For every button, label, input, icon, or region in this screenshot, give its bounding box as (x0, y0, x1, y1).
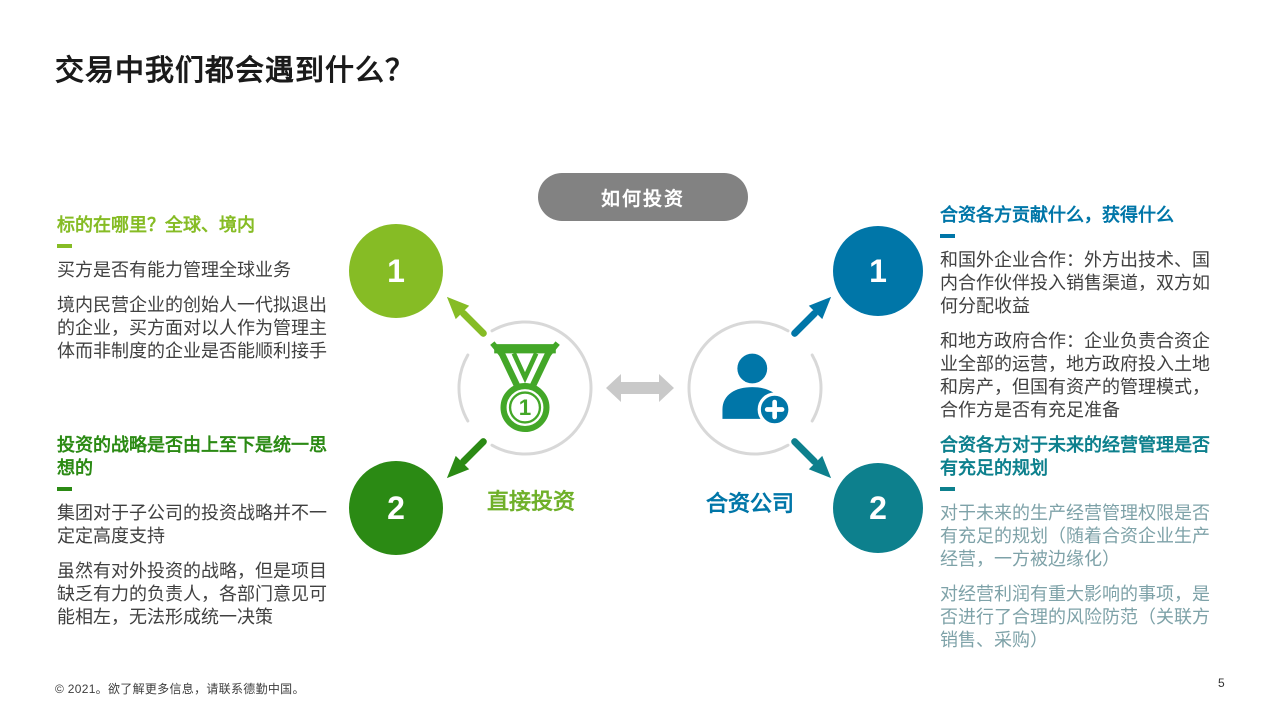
block-paragraph: 境内民营企业的创始人一代拟退出的企业，买方面对以人作为管理主体而非制度的企业是否… (57, 295, 327, 361)
direct-investment-label: 直接投资 (487, 489, 576, 514)
block-heading: 标的在哪里？全球、境内 (57, 215, 255, 235)
medal-icon: 1 (490, 341, 560, 433)
how-to-invest-pill: 如何投资 (538, 173, 748, 221)
left-block-2: 投资的战略是否由上至下是统一思想的 集团对于子公司的投资战略并不一定定高度支持 … (57, 434, 343, 641)
heading-dash (940, 234, 955, 238)
arrow-up-left-icon (446, 296, 487, 337)
block-paragraph: 和国外企业合作：外方出技术、国内合作伙伴投入销售渠道，双方如何分配收益 (940, 250, 1210, 316)
block-heading: 投资的战略是否由上至下是统一思想的 (57, 435, 327, 478)
heading-dash (940, 487, 955, 491)
block-heading: 合资各方对于未来的经营管理是否有充足的规划 (940, 435, 1210, 478)
block-heading: 合资各方贡献什么，获得什么 (940, 205, 1174, 225)
block-paragraph: 对经营利润有重大影响的事项，是否进行了合理的风险防范（关联方销售、采购） (940, 584, 1210, 650)
circle-number: 1 (869, 252, 887, 289)
page-number: 5 (1218, 676, 1225, 690)
footer-copyright: © 2021。欲了解更多信息，请联系德勤中国。 (55, 682, 305, 696)
right-number-circle-1: 1 (833, 226, 923, 316)
ring-joint-venture (687, 320, 823, 456)
block-paragraph: 和地方政府合作：企业负责合资企业全部的运营，地方政府投入土地和房产，但国有资产的… (940, 331, 1210, 420)
left-number-circle-1: 1 (349, 224, 443, 318)
heading-dash (57, 244, 72, 248)
block-paragraph: 虽然有对外投资的战略，但是项目缺乏有力的负责人，各部门意见可能相左，无法形成统一… (57, 561, 327, 627)
block-paragraph: 对于未来的生产经营管理权限是否有充足的规划（随着合资企业生产经营，一方被边缘化） (940, 503, 1210, 569)
double-arrow-icon (606, 374, 674, 402)
circle-number: 1 (387, 252, 405, 289)
block-paragraph: 集团对于子公司的投资战略并不一定定高度支持 (57, 503, 327, 546)
circle-number: 2 (869, 489, 887, 526)
block-paragraph: 买方是否有能力管理全球业务 (57, 260, 291, 280)
ring-direct-investment (457, 320, 593, 456)
left-number-circle-2: 2 (349, 461, 443, 555)
medal-number: 1 (519, 395, 531, 420)
right-block-1: 合资各方贡献什么，获得什么 和国外企业合作：外方出技术、国内合作伙伴投入销售渠道… (940, 204, 1226, 434)
page-title: 交易中我们都会遇到什么？ (55, 55, 416, 88)
arrow-down-left-icon (446, 438, 487, 479)
person-plus-icon (722, 353, 792, 427)
pill-label: 如何投资 (600, 188, 685, 210)
arrow-down-right-icon (791, 438, 832, 479)
left-block-1: 标的在哪里？全球、境内 买方是否有能力管理全球业务 境内民营企业的创始人一代拟退… (57, 214, 343, 375)
circle-number: 2 (387, 489, 405, 526)
joint-venture-label: 合资公司 (706, 491, 795, 516)
arrow-up-right-icon (791, 296, 832, 337)
heading-dash (57, 487, 72, 491)
right-number-circle-2: 2 (833, 463, 923, 553)
right-block-2: 合资各方对于未来的经营管理是否有充足的规划 对于未来的生产经营管理权限是否有充足… (940, 434, 1226, 664)
